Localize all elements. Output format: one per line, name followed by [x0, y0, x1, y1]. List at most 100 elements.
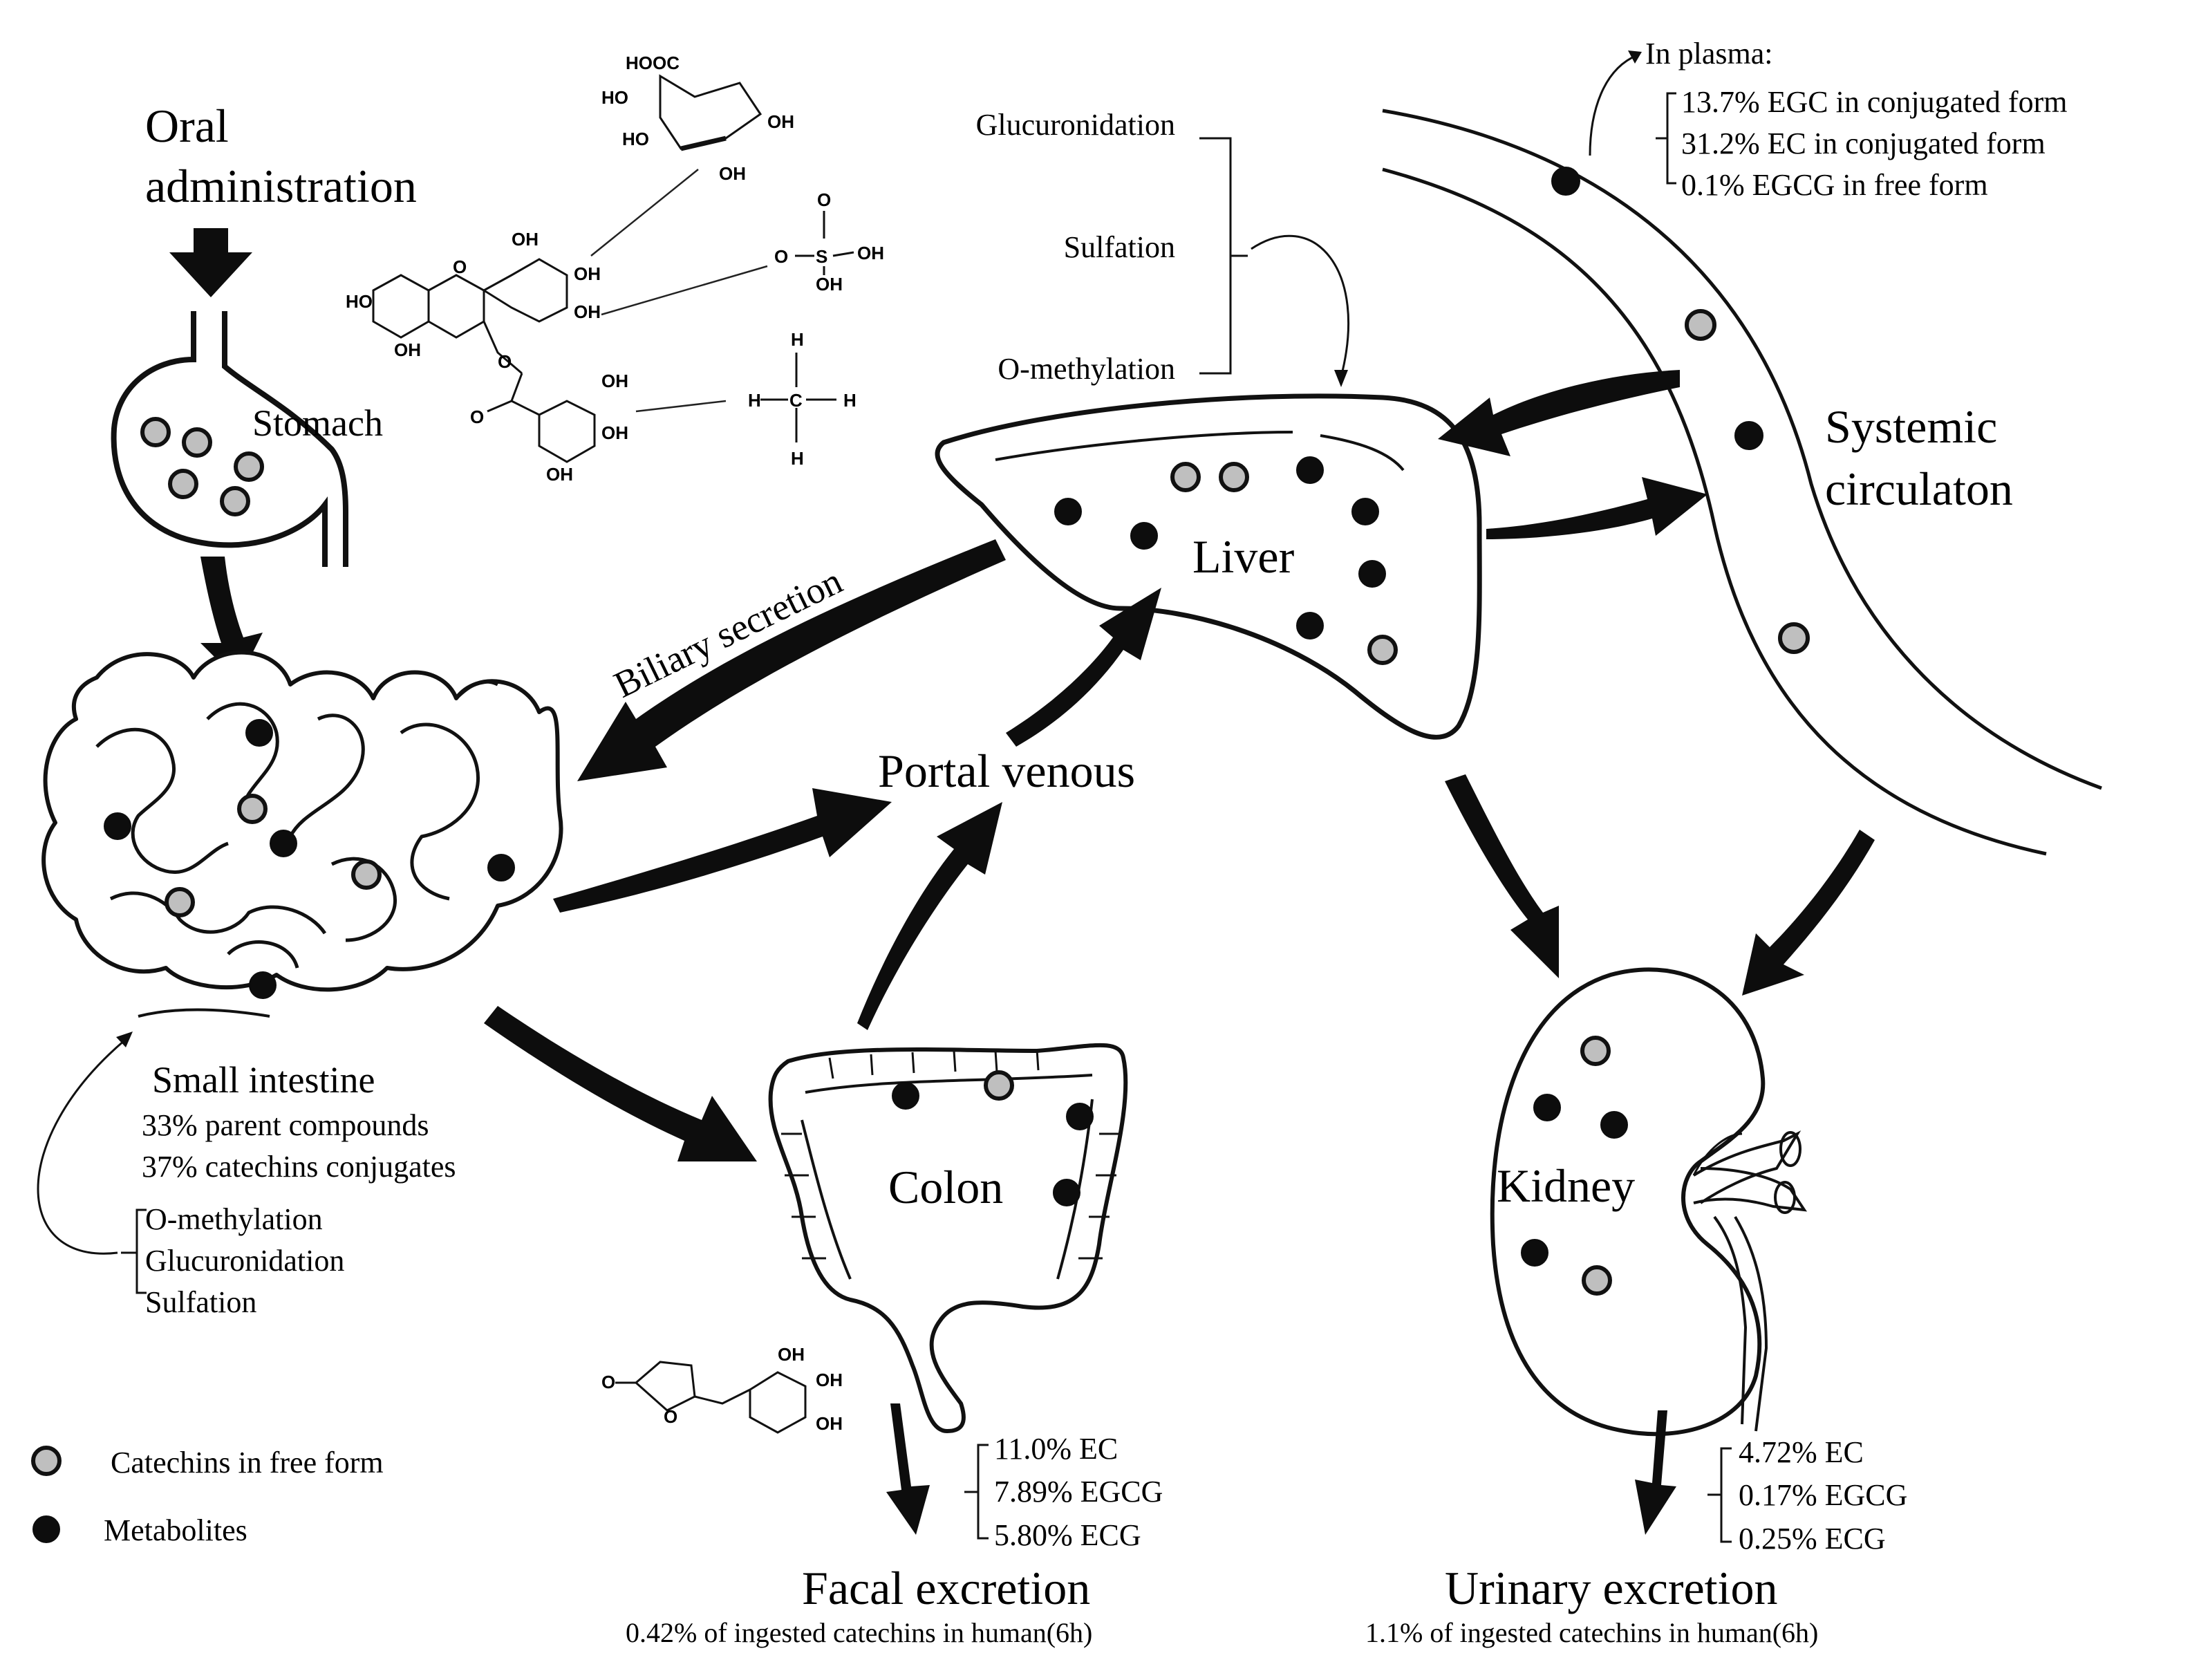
valerolactone-structure: O O OH OH OH [601, 1344, 843, 1434]
circulation-to-liver-arrow [1438, 370, 1680, 456]
colon-label: Colon [888, 1161, 1003, 1213]
liver-reaction-arrowhead [1334, 370, 1348, 387]
svg-text:S: S [816, 246, 827, 267]
colon-to-portal-arrow [857, 802, 1002, 1030]
intestine-stat-conjugates: 37% catechins conjugates [142, 1150, 456, 1184]
svg-text:HO: HO [601, 87, 628, 108]
urinary-brace [1707, 1447, 1732, 1543]
stomach-dots [140, 417, 264, 516]
facal-ec: 11.0% EC [994, 1432, 1118, 1466]
plasma-brace [1656, 92, 1676, 185]
stomach-to-intestine-arrow [200, 557, 263, 681]
biliary-secretion-arrow [577, 539, 1006, 781]
svg-text:H: H [748, 390, 761, 411]
vessel-dots [1551, 167, 1810, 654]
svg-text:O: O [774, 246, 788, 267]
egcg-structure: OH HO OH O OH O OH OH O OH OH [346, 229, 628, 485]
svg-text:OH: OH [394, 339, 421, 360]
facal-brace [964, 1444, 989, 1540]
facal-ecg: 5.80% ECG [994, 1518, 1141, 1552]
circulation-to-kidney-arrow [1742, 830, 1875, 996]
sulfate-structure: O S OH O OH [774, 189, 884, 295]
urinary-ec: 4.72% EC [1739, 1435, 1864, 1469]
plasma-pointer [1589, 54, 1638, 156]
svg-text:OH: OH [767, 111, 794, 132]
kidney-dots [1521, 1036, 1628, 1296]
liver-reaction-methylation: O-methylation [998, 352, 1175, 386]
liver-dots [1054, 456, 1398, 665]
svg-text:H: H [791, 329, 804, 350]
intestine-brace [121, 1208, 147, 1294]
svg-text:OH: OH [719, 163, 746, 184]
svg-text:OH: OH [816, 1370, 843, 1390]
svg-text:O: O [498, 351, 512, 372]
svg-text:O: O [453, 256, 467, 277]
colon-dots [892, 1070, 1094, 1206]
oral-down-arrow [169, 228, 252, 297]
intestine-reaction-glucuronidation: Glucuronidation [145, 1244, 344, 1278]
intestine-curved-arrowhead [116, 1032, 133, 1047]
urinary-excretion-label: Urinary excretion [1445, 1562, 1777, 1614]
facal-egcg: 7.89% EGCG [994, 1475, 1163, 1509]
legend-free-swatch [31, 1446, 62, 1476]
circulation-label: circulaton [1825, 463, 2013, 515]
legend-metabolite-swatch [32, 1515, 60, 1543]
kidney-shape [1490, 967, 1808, 1437]
svg-text:O: O [817, 189, 831, 210]
intestine-stat-parent: 33% parent compounds [142, 1108, 429, 1142]
svg-text:OH: OH [816, 274, 843, 295]
oral-label: Oral [145, 100, 229, 152]
facal-excretion-label: Facal excretion [802, 1562, 1090, 1614]
urinary-excretion-note: 1.1% of ingested catechins in human(6h) [1365, 1617, 1818, 1648]
svg-text:H: H [791, 448, 804, 469]
liver-reaction-curve [1251, 234, 1349, 377]
svg-text:OH: OH [574, 301, 601, 322]
svg-text:OH: OH [546, 464, 573, 485]
urinary-ecg: 0.25% ECG [1739, 1522, 1886, 1556]
legend: Catechins in free form Metabolites [31, 1446, 384, 1547]
glucuronide-structure: HOOC HO HO OH OH [601, 53, 794, 184]
svg-text:OH: OH [778, 1344, 805, 1365]
colon-to-faeces-arrow [886, 1403, 930, 1535]
liver-reaction-glucuronidation: Glucuronidation [976, 108, 1175, 142]
svg-text:OH: OH [857, 243, 884, 263]
intestine-curved-arrow [37, 1039, 125, 1255]
small-intestine-label: Small intestine [152, 1059, 375, 1101]
stomach-shape [111, 311, 348, 567]
liver-shape [935, 393, 1482, 740]
legend-free-label: Catechins in free form [111, 1446, 384, 1480]
svg-text:C: C [789, 390, 803, 411]
portal-venous-label: Portal venous [878, 745, 1135, 797]
svg-text:HO: HO [346, 291, 373, 312]
intestine-to-portal-arrow [553, 788, 892, 913]
svg-text:O: O [601, 1372, 615, 1392]
svg-text:O: O [470, 407, 484, 427]
liver-reaction-sulfation: Sulfation [1064, 230, 1175, 264]
intestine-to-colon-arrow [484, 1006, 757, 1161]
stomach-label: Stomach [252, 402, 383, 444]
kidney-label: Kidney [1497, 1159, 1635, 1212]
urinary-egcg: 0.17% EGCG [1739, 1478, 1907, 1512]
liver-to-circulation-arrow [1486, 477, 1707, 539]
svg-text:OH: OH [816, 1413, 843, 1434]
svg-text:HO: HO [622, 129, 649, 149]
liver-label: Liver [1192, 530, 1295, 583]
in-plasma-label: In plasma: [1645, 37, 1773, 71]
systemic-label: Systemic [1825, 400, 1997, 453]
portal-to-liver-arrow [1006, 588, 1161, 747]
intestine-reaction-sulfation: Sulfation [145, 1285, 256, 1319]
svg-text:OH: OH [512, 229, 539, 250]
plasma-ec: 31.2% EC in conjugated form [1681, 127, 2046, 160]
svg-text:OH: OH [574, 263, 601, 284]
liver-reaction-brace [1199, 137, 1248, 375]
svg-text:HOOC: HOOC [626, 53, 680, 73]
kidney-to-urine-arrow [1635, 1410, 1676, 1535]
plasma-egcg: 0.1% EGCG in free form [1681, 168, 1988, 202]
intestine-dots [104, 719, 515, 999]
svg-text:O: O [664, 1406, 677, 1427]
plasma-egc: 13.7% EGC in conjugated form [1681, 85, 2067, 119]
svg-text:H: H [843, 390, 857, 411]
intestine-reaction-methylation: O-methylation [145, 1202, 323, 1236]
administration-label: administration [145, 160, 417, 212]
